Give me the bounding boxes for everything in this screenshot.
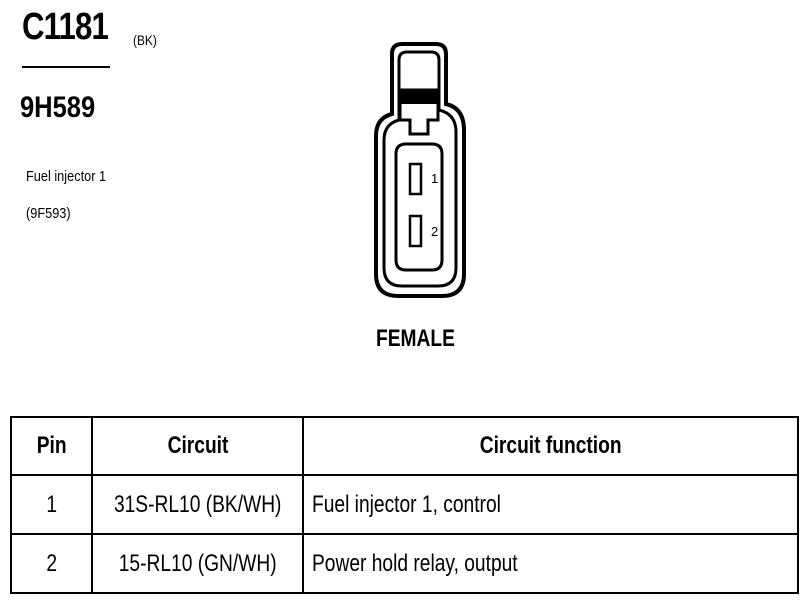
table-header-row: Pin Circuit Circuit function: [10, 416, 799, 476]
part-number: 9H589: [20, 91, 96, 124]
connector-part-reference: (9F593): [26, 205, 71, 222]
cell-function: Power hold relay, output: [302, 533, 799, 594]
pinout-table: Pin Circuit Circuit function 1 31S-RL10 …: [10, 416, 799, 594]
cell-pin: 2: [10, 533, 93, 594]
header-pin: Pin: [10, 416, 93, 476]
table-row: 2 15-RL10 (GN/WH) Power hold relay, outp…: [10, 533, 799, 594]
locking-tab-top: [400, 90, 438, 104]
cell-function: Fuel injector 1, control: [302, 474, 799, 535]
pin-cavity-block: [394, 142, 444, 272]
table-row: 1 31S-RL10 (BK/WH) Fuel injector 1, cont…: [10, 474, 799, 535]
connector-id: C1181: [22, 6, 109, 48]
connector-description: Fuel injector 1: [26, 168, 107, 185]
title-rule: [22, 66, 110, 68]
pin-1-label: 1: [431, 171, 439, 186]
pin-1-terminal: [408, 162, 423, 196]
connector-housing-inner: [382, 50, 458, 288]
connector-housing-outer: [374, 42, 466, 298]
cell-pin: 1: [10, 474, 93, 535]
cell-circuit: 31S-RL10 (BK/WH): [90, 474, 305, 535]
connector-color: (BK): [133, 32, 157, 48]
connector-face-diagram: [374, 42, 466, 298]
pin-2-terminal: [408, 214, 423, 248]
header-circuit: Circuit: [90, 416, 305, 476]
connector-gender-label: FEMALE: [376, 325, 455, 352]
header-circuit-function: Circuit function: [302, 416, 799, 476]
cell-circuit: 15-RL10 (GN/WH): [90, 533, 305, 594]
pin-2-label: 2: [431, 224, 439, 239]
